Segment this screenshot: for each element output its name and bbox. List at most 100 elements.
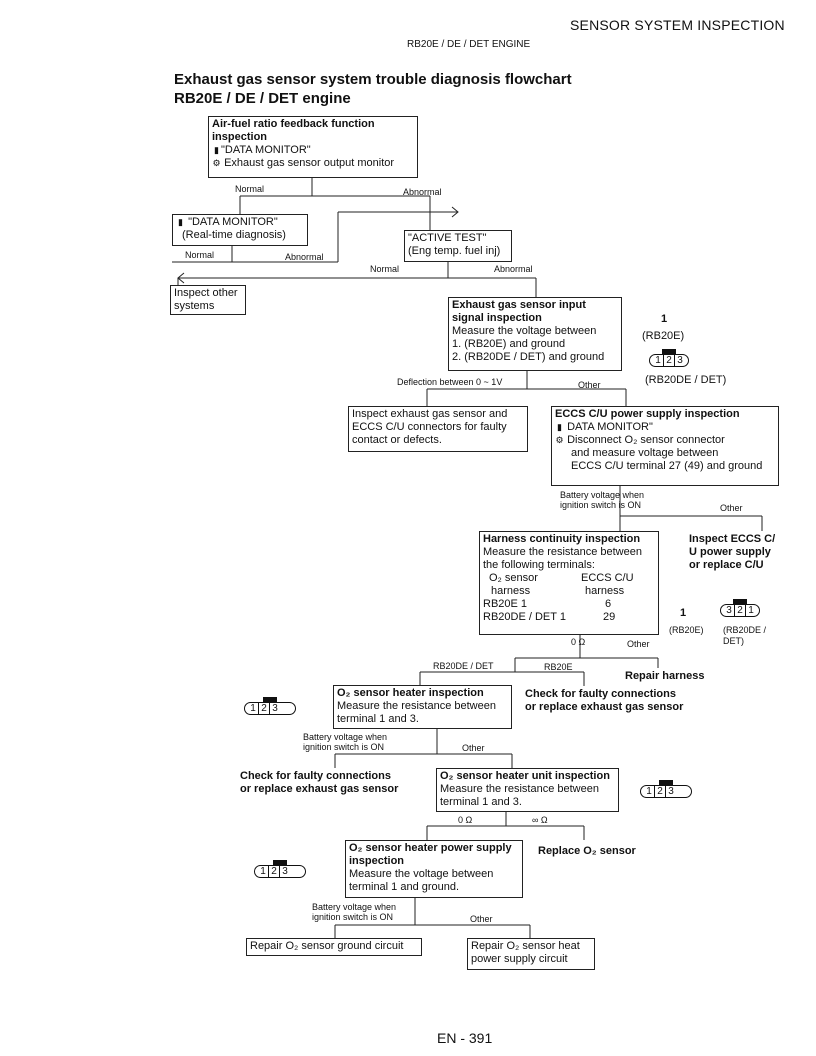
harness-row2-b: 29: [603, 611, 616, 623]
heater-power-title-1: O₂ sensor heater power supply: [349, 842, 512, 854]
inspect-egs-connectors-box: Inspect exhaust gas sensor and ECCS C/U …: [348, 406, 528, 452]
label-abnormal-1: Abnormal: [403, 187, 442, 197]
heater-title: O₂ sensor heater inspection: [337, 687, 484, 699]
heater-unit-line-2: terminal 1 and 3.: [440, 796, 522, 808]
label-other-1: Other: [578, 380, 601, 390]
label-infinite-ohm: ∞ Ω: [532, 815, 548, 825]
repair-heat-line-1: Repair O₂ sensor heat: [471, 940, 580, 952]
eccs-line-3: and measure voltage between: [571, 447, 719, 459]
afr-line-1: ▮"DATA MONITOR": [212, 144, 414, 157]
monitor-icon: ▮: [214, 145, 219, 155]
harness-col1-head2: harness: [491, 585, 531, 597]
repair-heat-line-2: power supply circuit: [471, 953, 568, 965]
gear-icon: ⚙: [212, 158, 221, 168]
label-zero-ohm-2: 0 Ω: [458, 815, 473, 825]
label-battery-2: Battery voltage when ignition switch is …: [303, 732, 388, 752]
page-title-line2: RB20E / DE / DET engine: [174, 90, 351, 107]
connector-2-pin-number: 1: [680, 607, 687, 619]
repair-ground-circuit-box: Repair O₂ sensor ground circuit: [246, 938, 422, 956]
harness-row1-a: RB20E 1: [483, 598, 528, 610]
connector-1-pin-number: 1: [661, 313, 668, 325]
o2-heater-power-supply-box: O₂ sensor heater power supply inspection…: [345, 840, 523, 898]
label-zero-ohm-1: 0 Ω: [571, 637, 586, 647]
active-test-box: "ACTIVE TEST" (Eng temp. fuel inj): [404, 230, 512, 262]
inspect-egs-2: ECCS C/U connectors for faulty: [352, 421, 507, 433]
label-other-2: Other: [720, 503, 743, 513]
o2-heater-unit-inspection-box: O₂ sensor heater unit inspection Measure…: [436, 768, 619, 812]
harness-line-1: Measure the resistance between: [483, 546, 642, 558]
eccs-line-2: ⚙ Disconnect O₂ sensor connector: [555, 434, 725, 446]
egs-line-1: Measure the voltage between: [452, 325, 597, 337]
dm-line-2: (Real-time diagnosis): [182, 229, 286, 241]
harness-row1-b: 6: [605, 598, 612, 610]
label-abnormal-2: Abnormal: [285, 252, 324, 262]
inspect-egs-3: contact or defects.: [352, 434, 442, 446]
repair-ground-line: Repair O₂ sensor ground circuit: [250, 940, 404, 952]
heater-power-title-2: inspection: [349, 855, 405, 867]
connector-2-label-b: (RB20DE / DET): [723, 625, 767, 646]
afr-title-2: inspection: [212, 131, 268, 143]
inspect-other-2: systems: [174, 300, 215, 312]
egs-line-3: 2. (RB20DE / DET) and ground: [452, 351, 605, 363]
harness-terminal-table: O₂ sensor harness RB20E 1 RB20DE / DET 1…: [483, 572, 655, 624]
connector-1-label-b: (RB20DE / DET): [645, 374, 727, 386]
outcome-replace-o2: Replace O₂ sensor: [538, 845, 636, 857]
repair-heat-power-box: Repair O₂ sensor heat power supply circu…: [467, 938, 595, 970]
harness-row2-a: RB20DE / DET 1: [483, 611, 566, 623]
inspect-other-1: Inspect other: [174, 287, 238, 299]
inspect-egs-1: Inspect exhaust gas sensor and: [352, 408, 508, 420]
heater-unit-line-1: Measure the resistance between: [440, 783, 599, 795]
afr-feedback-inspection-box: Air-fuel ratio feedback function inspect…: [208, 116, 418, 178]
egs-line-2: 1. (RB20E) and ground: [452, 338, 566, 350]
o2-heater-inspection-box: O₂ sensor heater inspection Measure the …: [333, 685, 512, 729]
heater-unit-title: O₂ sensor heater unit inspection: [440, 770, 610, 782]
eccs-title: ECCS C/U power supply inspection: [555, 408, 740, 420]
connector-1-label-a: (RB20E): [642, 330, 685, 342]
eccs-line-4: ECCS C/U terminal 27 (49) and ground: [571, 460, 763, 472]
outcome-inspect-eccs: Inspect ECCS C/ U power supply or replac…: [689, 533, 776, 571]
harness-col2-head2: harness: [585, 585, 625, 597]
outcome-repair-harness: Repair harness: [625, 670, 705, 682]
eccs-power-supply-box: ECCS C/U power supply inspection ▮ DATA …: [551, 406, 779, 486]
label-other-5: Other: [470, 914, 493, 924]
egs-title-2: signal inspection: [452, 312, 542, 324]
label-battery-3: Battery voltage when ignition switch is …: [312, 902, 397, 922]
label-normal-2: Normal: [185, 250, 215, 260]
gear-icon: ⚙: [555, 435, 564, 445]
label-deflection: Deflection between 0 ~ 1V: [397, 377, 503, 387]
outcome-check-faulty-2: Check for faulty connections or replace …: [240, 770, 399, 795]
label-other-3: Other: [627, 639, 650, 649]
monitor-icon: ▮: [557, 422, 562, 432]
at-line-2: (Eng temp. fuel inj): [408, 245, 501, 257]
afr-title-1: Air-fuel ratio feedback function: [212, 118, 375, 130]
outcome-check-faulty-1: Check for faulty connections or replace …: [525, 688, 684, 713]
page-title: Exhaust gas sensor system trouble diagno…: [174, 70, 572, 108]
page-title-line1: Exhaust gas sensor system trouble diagno…: [174, 71, 572, 88]
harness-col1-head1: O₂ sensor: [489, 572, 538, 584]
engine-subtitle: RB20E / DE / DET ENGINE: [407, 39, 531, 50]
eccs-line-1: ▮ DATA MONITOR": [555, 421, 775, 434]
label-normal-1: Normal: [235, 184, 265, 194]
heater-line-1: Measure the resistance between: [337, 700, 496, 712]
heater-power-line-2: terminal 1 and ground.: [349, 881, 460, 893]
harness-line-2: the following terminals:: [483, 559, 595, 571]
afr-line-2: ⚙ Exhaust gas sensor output monitor: [212, 157, 395, 169]
harness-title: Harness continuity inspection: [483, 533, 641, 545]
harness-continuity-box: Harness continuity inspection Measure th…: [479, 531, 659, 635]
label-rb20de-det: RB20DE / DET: [433, 661, 494, 671]
data-monitor-box: ▮ "DATA MONITOR" (Real-time diagnosis): [172, 214, 308, 246]
heater-power-line-1: Measure the voltage between: [349, 868, 494, 880]
label-rb20e: RB20E: [544, 662, 573, 672]
section-header: SENSOR SYSTEM INSPECTION: [570, 17, 785, 33]
monitor-icon: ▮: [178, 217, 183, 227]
dm-line-1: ▮ "DATA MONITOR": [176, 216, 304, 229]
egs-input-signal-box: Exhaust gas sensor input signal inspecti…: [448, 297, 622, 371]
label-battery-1: Battery voltage when ignition switch is …: [560, 490, 645, 510]
connector-2-label-a: (RB20E): [669, 625, 704, 635]
egs-title-1: Exhaust gas sensor input: [452, 299, 586, 311]
